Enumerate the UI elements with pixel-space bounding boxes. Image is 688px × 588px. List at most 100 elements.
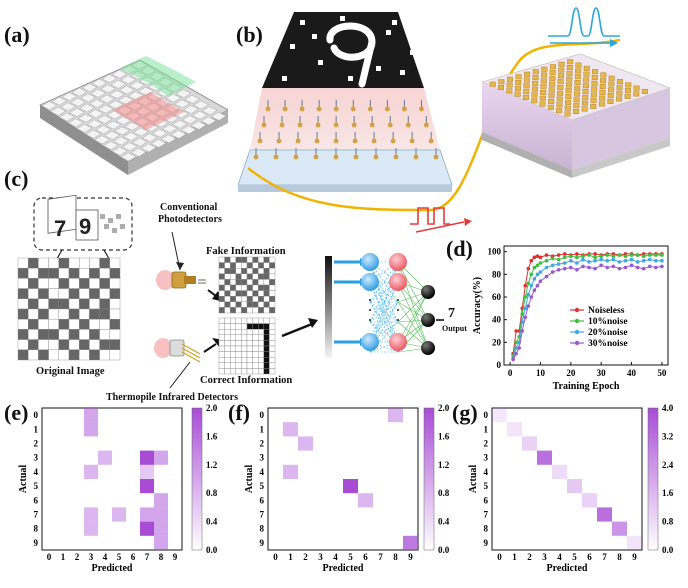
ellipsis-dot <box>369 299 371 301</box>
heatmap-cell <box>582 493 597 508</box>
y-axis-label: Actual <box>18 465 29 494</box>
colorbar-tick-label: 0.8 <box>438 488 450 498</box>
series-point <box>617 266 622 271</box>
chip-pixel <box>599 95 606 101</box>
chip-pixel <box>600 78 607 84</box>
chip-pixel <box>591 86 598 92</box>
y-tick-label: 9 <box>34 538 39 548</box>
series-point <box>629 257 634 262</box>
grid-tile <box>80 93 97 103</box>
chip-pixel <box>583 65 590 71</box>
colorbar-tick-label: 0.4 <box>438 517 450 527</box>
chip-pixel <box>524 71 531 77</box>
x-tick-label: 0 <box>273 552 278 562</box>
noise-pixel <box>386 30 391 35</box>
grid-tile <box>161 124 178 134</box>
series-point <box>569 258 573 263</box>
chip-pixel <box>607 93 614 99</box>
heatmap-cell <box>522 436 537 451</box>
grid-tile <box>107 100 124 110</box>
hidden-neuron <box>389 253 407 271</box>
x-tick-label: 2 <box>303 552 308 562</box>
heatmap-cell <box>597 507 612 522</box>
pin-head <box>315 122 321 128</box>
chip-pixel <box>616 84 623 90</box>
chip-pixel <box>566 65 573 71</box>
x-tick-label: 4 <box>333 552 338 562</box>
series-point <box>526 304 531 308</box>
pin-head <box>273 154 279 160</box>
series-point <box>550 270 555 274</box>
grid-tile <box>193 100 209 110</box>
chip-pixel <box>582 89 589 95</box>
grid-tile <box>190 121 207 130</box>
heatmap-cell <box>140 521 154 536</box>
panel-b-chip <box>481 53 671 178</box>
series-point <box>660 258 664 263</box>
grid-tile <box>133 127 149 137</box>
y-tick-label: 40 <box>492 315 502 325</box>
chip-pixel <box>599 89 606 95</box>
series-point <box>538 279 543 283</box>
chip-pixel <box>557 73 564 79</box>
series-point <box>514 351 518 356</box>
chip-pixel <box>608 75 615 81</box>
noise-pixel <box>290 44 295 49</box>
grid-tile <box>150 139 167 148</box>
series-point <box>535 283 540 288</box>
y-tick-label: 2 <box>260 439 265 449</box>
chip-pixel <box>506 82 513 88</box>
grid-tile <box>181 115 198 125</box>
pin-head <box>350 106 356 112</box>
y-tick-label: 7 <box>484 510 489 520</box>
grid-tile <box>131 137 148 147</box>
panel-label-c: (c) <box>4 166 29 191</box>
heatmap-cell <box>537 450 552 465</box>
x-tick-label: 3 <box>318 552 323 562</box>
series-point <box>556 268 561 272</box>
y-tick-label: 80 <box>492 269 502 279</box>
heatmap-cell <box>140 479 154 494</box>
ellipsis-dot <box>397 319 399 321</box>
grid-tile <box>110 79 127 89</box>
legend-label: 30%noise <box>588 339 628 349</box>
grid-tile <box>95 125 112 134</box>
series-point <box>623 254 628 258</box>
heatmap-cell <box>492 408 507 423</box>
series-point <box>605 253 610 257</box>
series-point <box>647 253 652 257</box>
legend-marker <box>574 307 580 313</box>
series-point <box>529 283 534 288</box>
heatmap-cell <box>154 507 168 522</box>
chip-pixel <box>607 98 614 104</box>
chip-pixel <box>514 85 521 91</box>
pin-head <box>261 122 267 128</box>
network-edge <box>369 281 399 323</box>
series-point <box>660 253 664 257</box>
chip-pixel <box>532 75 539 81</box>
chip-pixel <box>582 83 589 89</box>
noise-pixel <box>376 66 381 71</box>
y-tick-label: 7 <box>260 510 265 520</box>
pin-head <box>373 154 379 160</box>
x-tick-label: 5 <box>572 552 577 562</box>
y-tick-label: 8 <box>484 524 489 534</box>
pin-head <box>353 154 359 160</box>
series-point <box>605 265 610 270</box>
series-point <box>550 256 555 261</box>
hidden-neuron <box>389 333 407 351</box>
grid-tile <box>100 84 117 94</box>
chip-pixel <box>566 76 573 82</box>
hidden-neuron <box>361 253 379 271</box>
output-value: 7 <box>448 306 455 321</box>
y-tick-label: 8 <box>260 524 265 534</box>
series-point <box>529 258 534 263</box>
series-point <box>593 266 597 271</box>
pin-head <box>279 122 285 128</box>
pin-head <box>297 122 303 128</box>
chip-pixel <box>633 91 640 97</box>
chip-pixel <box>599 84 606 90</box>
noise-pixel <box>312 34 317 39</box>
chip-pixel <box>590 92 597 98</box>
pin-head <box>276 138 282 144</box>
